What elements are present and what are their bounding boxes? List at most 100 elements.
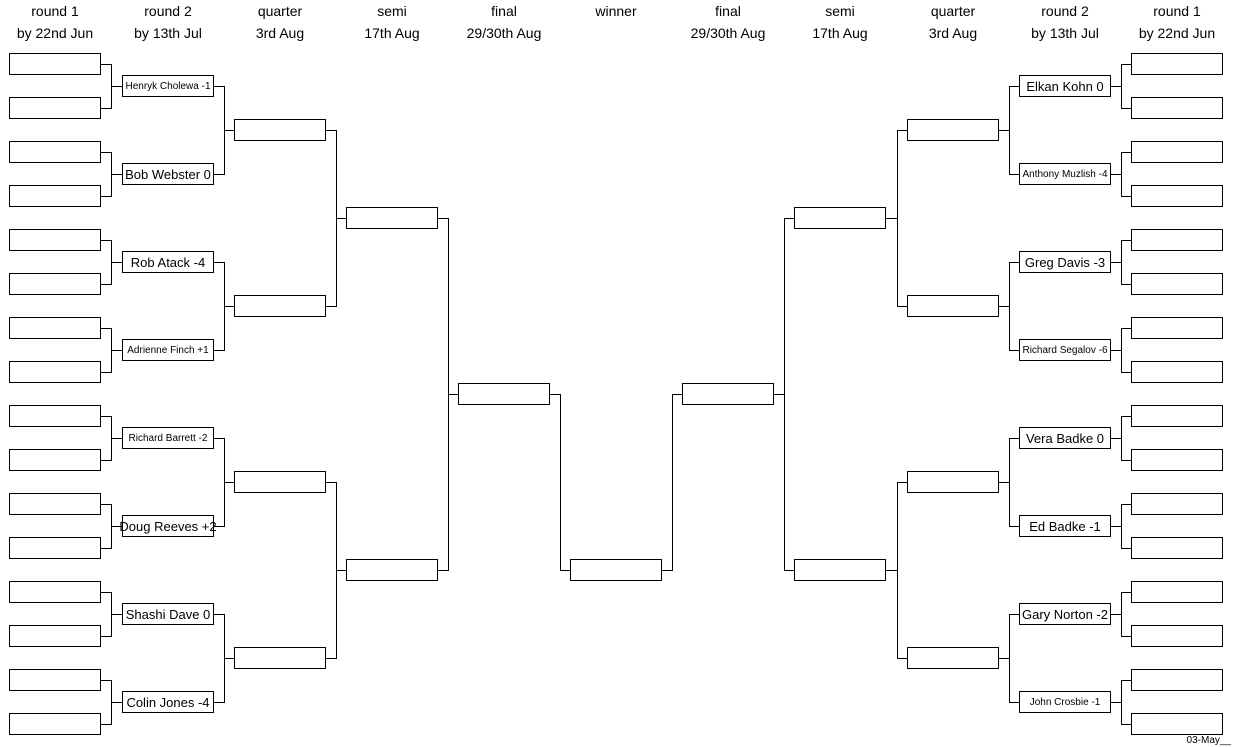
player-left-round2: Bob Webster 0: [122, 163, 214, 185]
slot-right-semi: [794, 559, 886, 581]
slot-right-quarter: [907, 295, 999, 317]
player-left-round2: Colin Jones -4: [122, 691, 214, 713]
bracket-connector: [1111, 262, 1121, 263]
bracket-connector: [101, 680, 111, 681]
bracket-connector: [224, 658, 234, 659]
header-date-label: by 22nd Jun: [1138, 25, 1216, 41]
bracket-connector: [111, 174, 122, 175]
bracket-connector: [550, 394, 560, 395]
slot-winner: [570, 559, 662, 581]
slot-left-quarter: [234, 119, 326, 141]
player-right-round2: Gary Norton -2: [1019, 603, 1111, 625]
header-winner: winner: [561, 0, 671, 22]
slot-left-round1: [9, 669, 101, 691]
slot-right-round1: [1131, 185, 1223, 207]
bracket-connector: [101, 548, 111, 549]
bracket-connector: [1121, 504, 1122, 549]
player-left-round2: Rob Atack -4: [122, 251, 214, 273]
bracket-connector: [784, 218, 785, 571]
player-right-round2: Richard Segalov -6: [1019, 339, 1111, 361]
bracket-connector: [1121, 108, 1131, 109]
header-date-label: 29/30th Aug: [690, 25, 766, 41]
bracket-connector: [101, 724, 111, 725]
bracket-connector: [214, 614, 224, 615]
bracket-connector: [999, 658, 1009, 659]
bracket-connector: [326, 306, 336, 307]
bracket-connector: [886, 218, 897, 219]
bracket-connector: [214, 526, 224, 527]
bracket-connector: [101, 504, 111, 505]
bracket-connector: [101, 328, 111, 329]
bracket-connector: [1121, 636, 1131, 637]
player-right-round2: Vera Badke 0: [1019, 427, 1111, 449]
player-left-round2: Doug Reeves +2: [119, 515, 217, 537]
bracket-connector: [1121, 680, 1131, 681]
slot-left-round1: [9, 537, 101, 559]
header-round-label: round 1: [31, 3, 79, 19]
bracket-connector: [438, 218, 448, 219]
bracket-connector: [101, 64, 111, 65]
bracket-connector: [1121, 548, 1131, 549]
bracket-connector: [111, 526, 122, 527]
slot-left-round1: [9, 53, 101, 75]
header-left-round2: round 2 by 13th Jul: [113, 0, 223, 44]
slot-left-quarter: [234, 647, 326, 669]
player-left-round2: Shashi Dave 0: [122, 603, 214, 625]
player-right-round2: Ed Badke -1: [1019, 515, 1111, 537]
header-round-label: final: [491, 3, 517, 19]
footer-date-code: 03-May__: [1186, 735, 1231, 746]
header-date-label: 17th Aug: [812, 25, 868, 41]
player-left-round2: Henryk Cholewa -1: [122, 75, 214, 97]
slot-right-round1: [1131, 449, 1223, 471]
bracket-connector: [101, 284, 111, 285]
bracket-connector: [672, 394, 673, 571]
slot-left-quarter: [234, 295, 326, 317]
bracket-connector: [101, 152, 111, 153]
header-right-round1: round 1 by 22nd Jun: [1122, 0, 1232, 44]
bracket-connector: [224, 482, 234, 483]
bracket-connector: [1111, 86, 1121, 87]
slot-left-round1: [9, 97, 101, 119]
bracket-connector: [784, 218, 794, 219]
bracket-connector: [111, 86, 122, 87]
slot-right-semi: [794, 207, 886, 229]
slot-left-round1: [9, 493, 101, 515]
bracket-connector: [101, 416, 111, 417]
header-date-label: 29/30th Aug: [466, 25, 542, 41]
bracket-connector: [1121, 240, 1122, 285]
bracket-connector: [1111, 350, 1121, 351]
bracket-connector: [101, 636, 111, 637]
bracket-connector: [1009, 702, 1019, 703]
bracket-connector: [1121, 64, 1122, 109]
bracket-connector: [662, 570, 672, 571]
bracket-connector: [214, 438, 224, 439]
slot-right-round1: [1131, 141, 1223, 163]
bracket-connector: [1121, 680, 1122, 725]
bracket-connector: [1121, 460, 1131, 461]
bracket-connector: [1121, 284, 1131, 285]
slot-right-round1: [1131, 53, 1223, 75]
header-round-label: round 2: [1041, 3, 1089, 19]
bracket-connector: [224, 306, 234, 307]
bracket-connector: [897, 130, 907, 131]
bracket-connector: [1121, 152, 1122, 197]
bracket-connector: [1009, 262, 1019, 263]
bracket-connector: [214, 262, 224, 263]
slot-left-round1: [9, 317, 101, 339]
bracket-connector: [1111, 174, 1121, 175]
header-right-final: final 29/30th Aug: [673, 0, 783, 44]
slot-left-round1: [9, 625, 101, 647]
header-round-label: final: [715, 3, 741, 19]
slot-right-final: [682, 383, 774, 405]
bracket-connector: [111, 614, 122, 615]
bracket-connector: [326, 658, 336, 659]
header-date-label: by 13th Jul: [134, 25, 202, 41]
bracket-connector: [1009, 262, 1010, 351]
bracket-connector: [111, 262, 122, 263]
bracket-connector: [101, 240, 111, 241]
bracket-connector: [1121, 328, 1131, 329]
bracket-connector: [111, 702, 122, 703]
slot-left-round1: [9, 713, 101, 735]
header-round-label: semi: [377, 3, 407, 19]
